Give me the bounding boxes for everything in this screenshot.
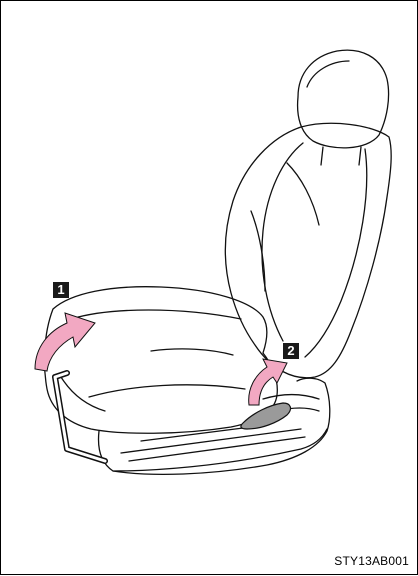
callout-2: 2 bbox=[283, 343, 299, 359]
callout-1: 1 bbox=[53, 282, 69, 298]
curved-up-arrow-icon bbox=[35, 313, 95, 371]
figure-code: STY13AB001 bbox=[334, 554, 409, 568]
front-adjust-bar bbox=[55, 373, 105, 461]
seat-height-lever-icon bbox=[241, 403, 291, 429]
headrest bbox=[298, 50, 389, 148]
seat-cushion bbox=[45, 287, 278, 434]
